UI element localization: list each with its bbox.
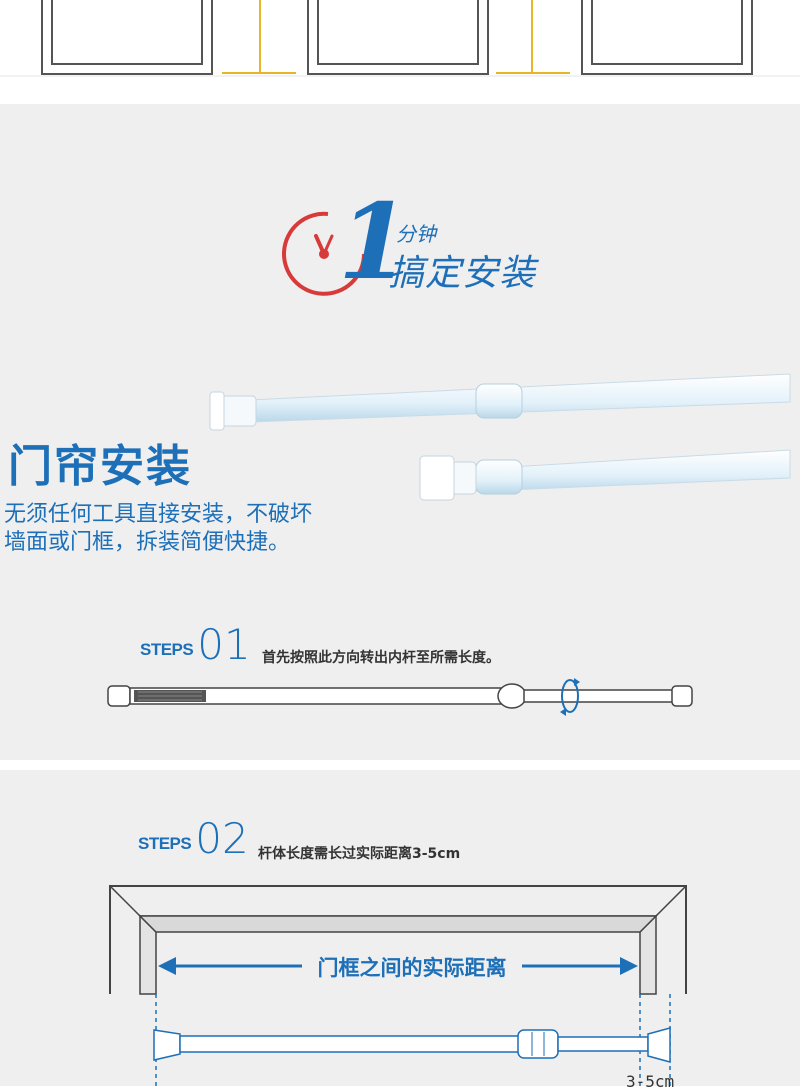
step-02-word: STEPS (138, 834, 192, 853)
install-heading: 门帘安装 (8, 441, 192, 492)
window-frames-illustration (0, 0, 800, 77)
install-description-line1: 无须任何工具直接安装，不破坏 (4, 502, 313, 527)
step-02-text: 杆体长度需长过实际距离3-5cm (258, 846, 461, 862)
top-illustration-strip (0, 0, 800, 104)
step-01-number: 01 (197, 620, 251, 669)
step-02-header: STEPS 02 (138, 818, 249, 860)
step-02-number: 02 (195, 814, 249, 863)
clock-icon (282, 211, 366, 296)
door-frame-diagram (109, 885, 687, 1086)
install-intro-panel (0, 104, 800, 760)
install-description-line2: 墙面或门框，拆装简便快捷。 (4, 530, 291, 555)
door-distance-label: 门框之间的实际距离 (302, 952, 522, 982)
tension-rods-illustration (209, 373, 791, 501)
step-01-text: 首先按照此方向转出内杆至所需长度。 (262, 650, 500, 666)
one-minute-number: 1 (338, 180, 411, 303)
rod-rotate-diagram (107, 678, 693, 716)
install-slogan: 搞定安装 (388, 253, 537, 294)
rotate-arrow-icon (561, 679, 579, 713)
extra-length-label: 3-5cm (626, 1072, 675, 1091)
step-01-header: STEPS 01 (140, 624, 251, 666)
minute-label: 分钟 (396, 222, 436, 246)
step-01-word: STEPS (140, 640, 194, 659)
